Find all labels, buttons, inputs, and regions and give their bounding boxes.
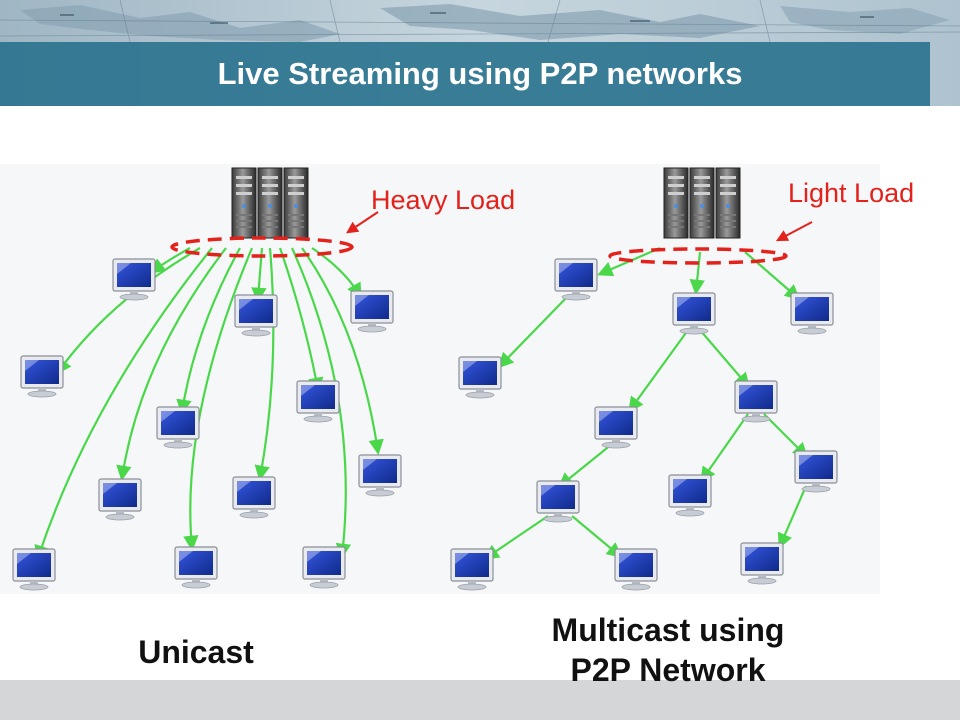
computer-monitor-icon xyxy=(232,476,276,519)
computer-monitor-icon xyxy=(458,356,502,399)
multicast-server xyxy=(663,167,741,239)
multicast-clients xyxy=(450,258,838,591)
computer-monitor-icon xyxy=(450,548,494,591)
unicast-caption: Unicast xyxy=(138,634,254,670)
footer-band xyxy=(0,680,960,720)
computer-monitor-icon xyxy=(554,258,598,301)
light-load-marker xyxy=(608,247,788,265)
multicast-caption: Multicast using P2P Network xyxy=(500,610,836,690)
heavy-load-marker xyxy=(170,236,354,258)
unicast-server xyxy=(231,167,309,239)
multicast-caption-line1: Multicast using xyxy=(551,612,785,648)
computer-monitor-icon xyxy=(296,380,340,423)
computer-monitor-icon xyxy=(734,380,778,423)
computer-monitor-icon xyxy=(794,450,838,493)
computer-monitor-icon xyxy=(302,546,346,589)
light-load-arrow xyxy=(775,221,813,242)
computer-monitor-icon xyxy=(790,292,834,335)
computer-monitor-icon xyxy=(668,474,712,517)
light-load-label: Light Load xyxy=(788,178,915,208)
computer-monitor-icon xyxy=(672,292,716,335)
computer-monitor-icon xyxy=(740,542,784,585)
title-bar xyxy=(0,42,930,106)
heavy-load-label: Heavy Load xyxy=(371,185,516,215)
computer-monitor-icon xyxy=(234,294,278,337)
computer-monitor-icon xyxy=(358,454,402,497)
computer-monitor-icon xyxy=(614,548,658,591)
multicast-caption-line2: P2P Network xyxy=(570,652,766,688)
unicast-links xyxy=(34,247,384,561)
computer-monitor-icon xyxy=(20,355,64,398)
computer-monitor-icon xyxy=(112,258,156,301)
slide-title: Live Streaming using P2P networks xyxy=(217,56,743,91)
computer-monitor-icon xyxy=(594,406,638,449)
computer-monitor-icon xyxy=(98,478,142,521)
computer-monitor-icon xyxy=(174,546,218,589)
heavy-load-arrow xyxy=(346,211,379,234)
computer-monitor-icon xyxy=(156,406,200,449)
computer-monitor-icon xyxy=(12,548,56,591)
computer-monitor-icon xyxy=(350,290,394,333)
